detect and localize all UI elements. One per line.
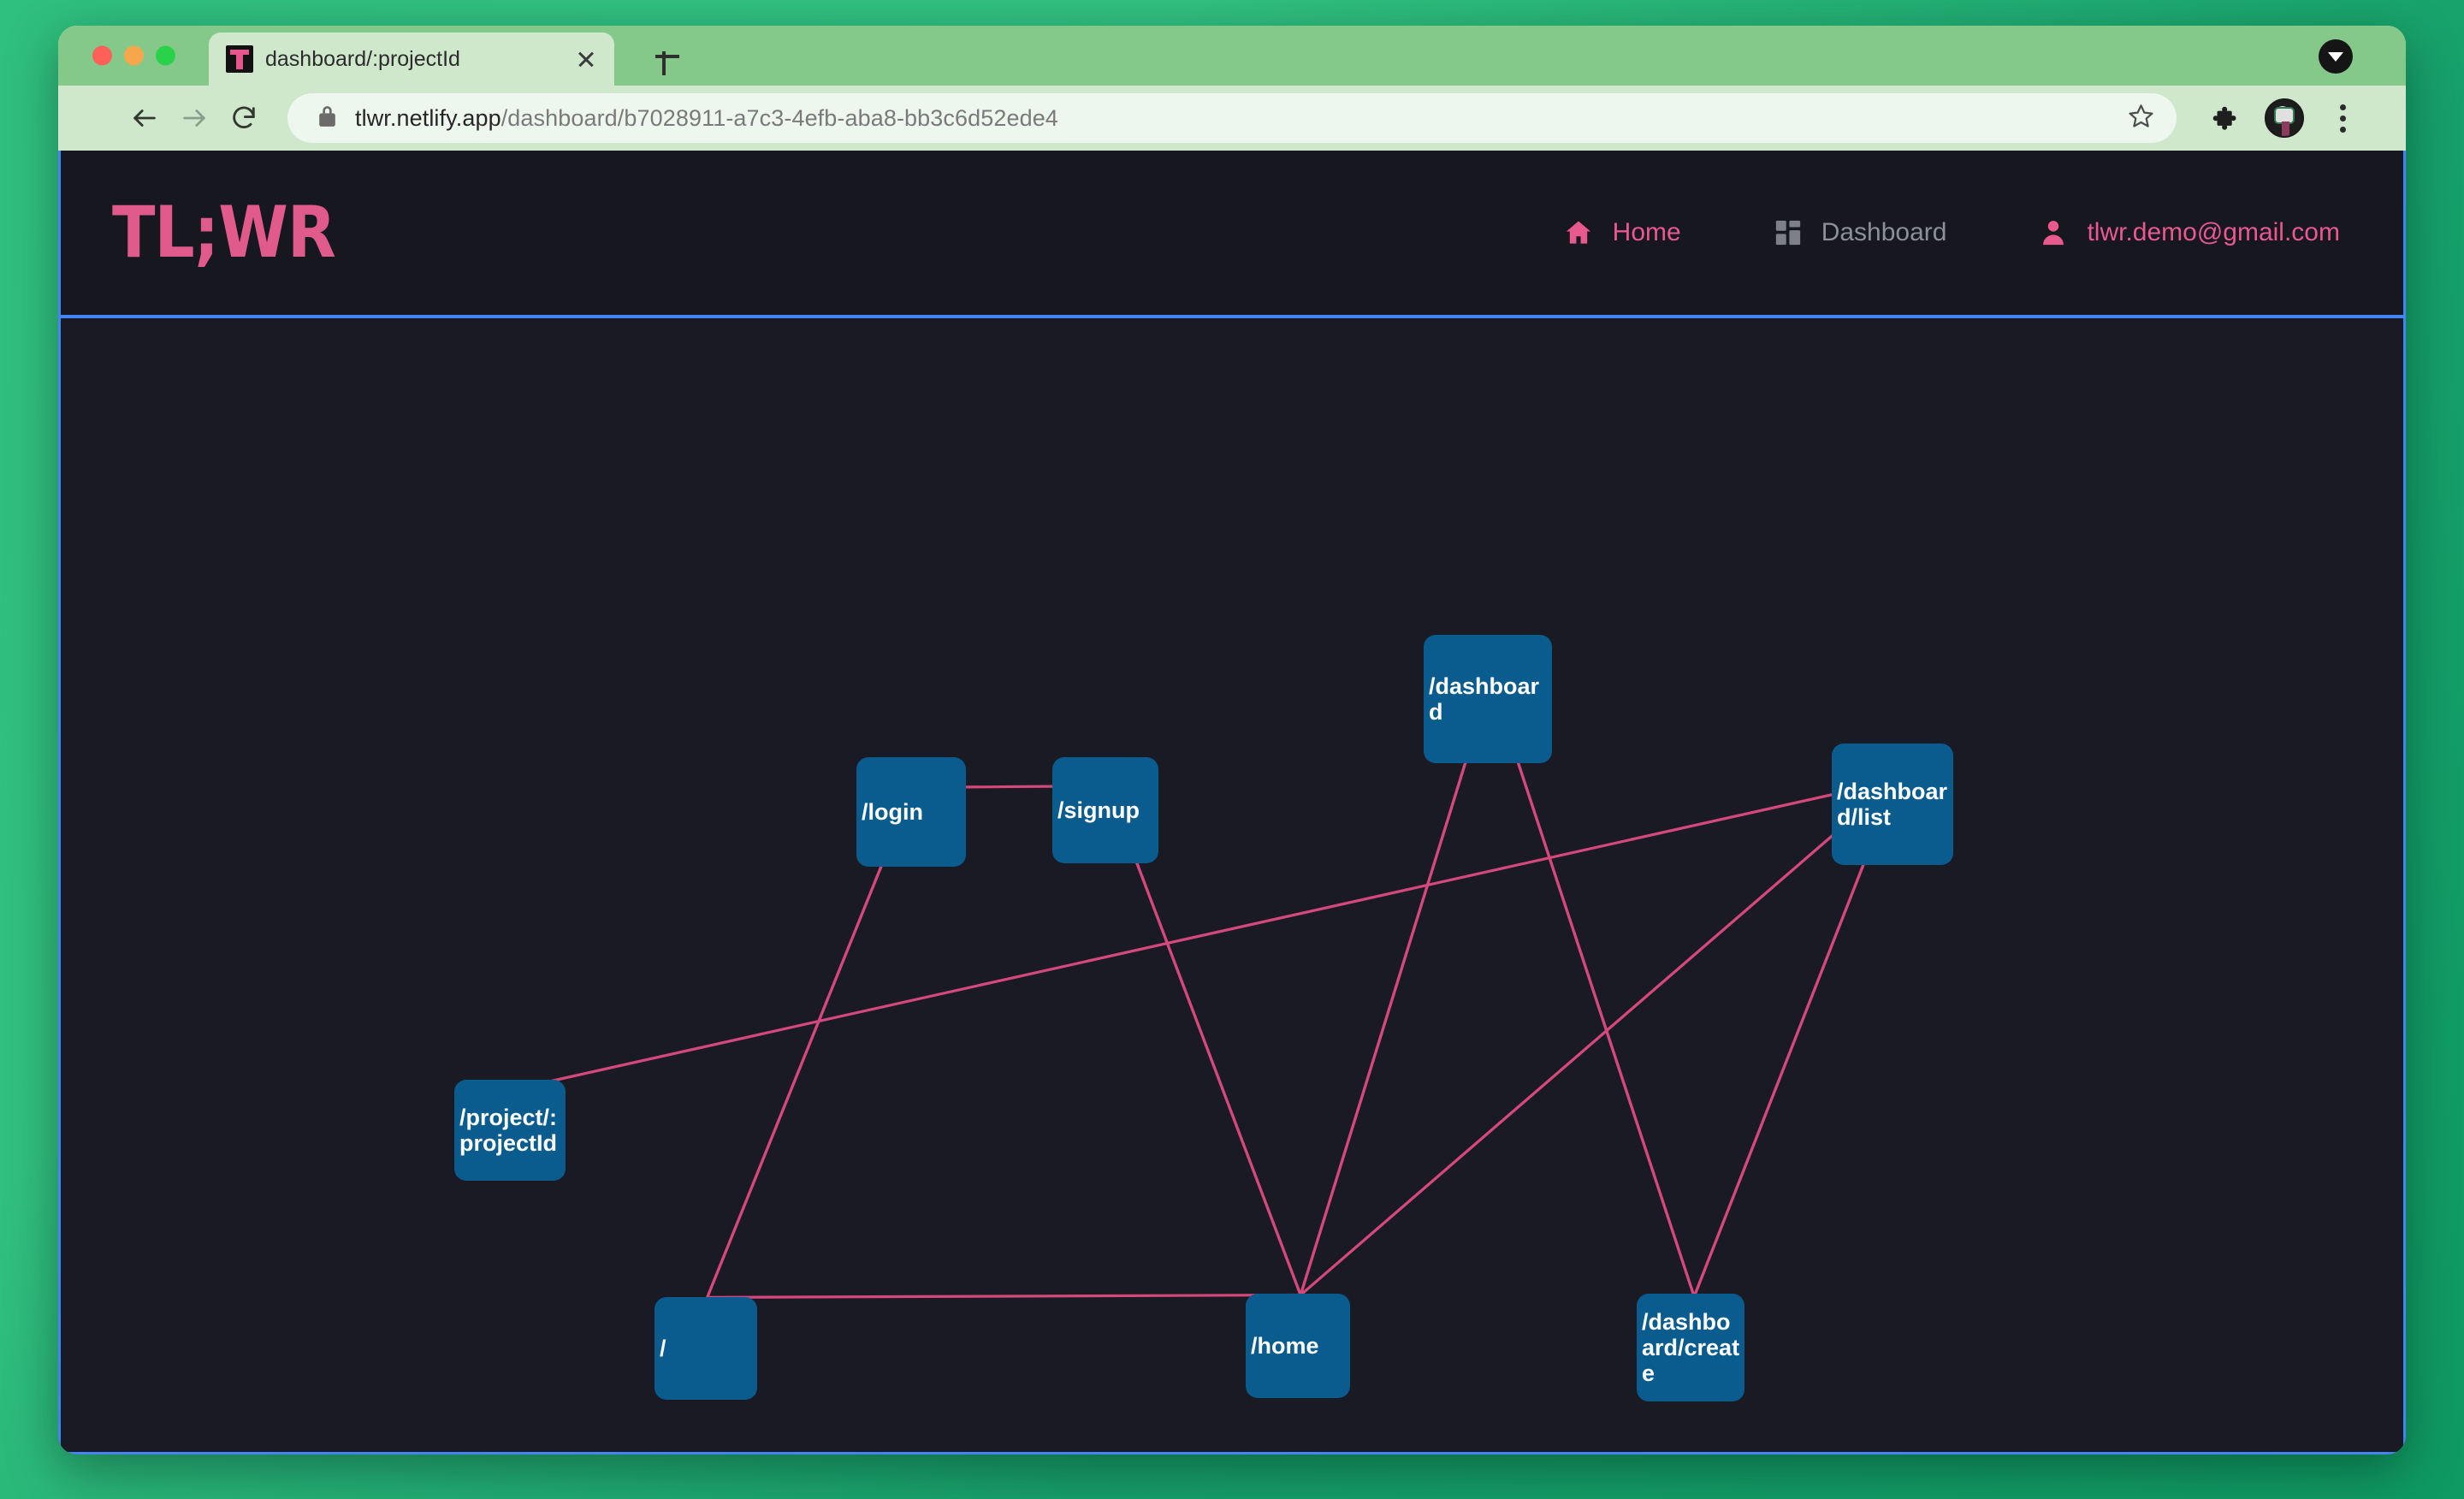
dashboard-grid-icon — [1774, 218, 1803, 247]
window-traffic-lights — [92, 45, 175, 66]
graph-node-label: /signup — [1057, 797, 1140, 823]
graph-node-label: /dashboard — [1429, 672, 1540, 725]
graph-node-label: /dashboard/list — [1837, 778, 1948, 830]
avatar-icon — [2265, 98, 2304, 138]
nav-label-account: tlwr.demo@gmail.com — [2087, 218, 2340, 246]
graph-node-dashboard-list[interactable]: /dashboard/list — [1832, 744, 1953, 865]
graph-edge — [1300, 779, 1898, 1296]
nav-item-account[interactable]: tlwr.demo@gmail.com — [2039, 218, 2340, 247]
browser-toolbar: tlwr.netlify.app/dashboard/b7028911-a7c3… — [58, 86, 2406, 151]
tlwr-favicon-icon — [226, 45, 253, 73]
graph-edge — [1490, 679, 1696, 1297]
url-host: tlwr.netlify.app — [355, 104, 501, 131]
graph-node-home[interactable]: /home — [1246, 1294, 1350, 1398]
app-logo[interactable]: TL;WR — [112, 191, 336, 275]
graph-edge — [707, 1293, 1301, 1300]
url-text: tlwr.netlify.app/dashboard/b7028911-a7c3… — [355, 105, 2111, 132]
star-icon[interactable] — [2128, 103, 2154, 133]
profile-avatar[interactable] — [2260, 94, 2308, 142]
graph-node-dashboard[interactable]: /dashboard — [1424, 635, 1552, 763]
graph-node-login[interactable]: /login — [856, 757, 966, 867]
home-icon — [1563, 217, 1594, 248]
nav-item-home[interactable]: Home — [1563, 217, 1681, 248]
graph-node-signup[interactable]: /signup — [1052, 757, 1158, 863]
graph-node-root[interactable]: / — [654, 1297, 757, 1400]
graph-node-label: /home — [1251, 1332, 1319, 1359]
graph-node-dashboard-create[interactable]: /dashboard/create — [1637, 1294, 1744, 1401]
graph-edge — [510, 779, 1898, 1092]
nav-label-dashboard: Dashboard — [1821, 218, 1947, 246]
nav-item-dashboard[interactable]: Dashboard — [1774, 218, 1947, 247]
forward-icon[interactable] — [169, 93, 219, 143]
url-path: /dashboard/b7028911-a7c3-4efb-aba8-bb3c6… — [500, 104, 1058, 131]
graph-edge — [1299, 679, 1493, 1296]
browser-tab[interactable]: dashboard/:projectId — [209, 33, 614, 86]
nav-label-home: Home — [1612, 218, 1681, 246]
minimize-window-button[interactable] — [124, 45, 144, 66]
graph-node-label: /dashboard/create — [1642, 1308, 1740, 1387]
puzzle-icon[interactable] — [2202, 94, 2250, 142]
lock-icon — [317, 104, 338, 133]
tab-strip: dashboard/:projectId — [58, 26, 2406, 86]
close-tab-icon[interactable] — [572, 44, 601, 74]
page-viewport: TL;WR Home Dashboard — [58, 151, 2406, 1455]
reload-icon[interactable] — [219, 93, 269, 143]
back-icon[interactable] — [120, 93, 169, 143]
maximize-window-button[interactable] — [156, 45, 175, 66]
tab-title: dashboard/:projectId — [265, 46, 460, 71]
browser-window: dashboard/:projectId tlwr.netlify.app/da… — [58, 26, 2406, 1455]
graph-node-label: / — [660, 1335, 666, 1361]
close-window-button[interactable] — [92, 45, 112, 66]
graph-node-label: /login — [862, 798, 923, 825]
address-bar[interactable]: tlwr.netlify.app/dashboard/b7028911-a7c3… — [287, 93, 2177, 143]
kebab-menu-icon[interactable] — [2319, 94, 2366, 142]
new-tab-button[interactable] — [649, 38, 686, 75]
app-nav: Home Dashboard tlwr.demo@gmail.com — [1563, 217, 2340, 248]
chevron-down-icon[interactable] — [2319, 39, 2353, 74]
graph-node-project-id[interactable]: /project/:projectId — [454, 1080, 566, 1181]
graph-node-label: /project/:projectId — [459, 1104, 558, 1156]
graph-edges — [510, 679, 1898, 1300]
app-header: TL;WR Home Dashboard — [61, 151, 2403, 318]
person-icon — [2039, 218, 2068, 247]
route-graph-canvas[interactable]: /dashboard/dashboard/list/login/signup/p… — [61, 318, 2403, 1452]
